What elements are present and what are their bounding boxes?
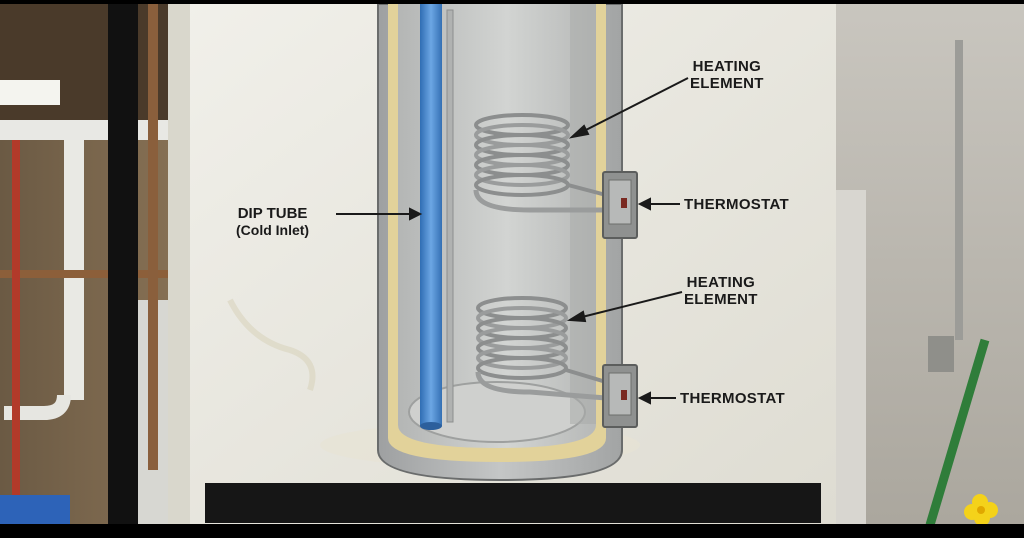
copper-pipe-vertical (148, 0, 158, 470)
label-heating-element-top-line1: HEATING (692, 58, 762, 75)
leader-arrows (336, 77, 689, 405)
label-heating-element-top-line2: ELEMENT (690, 75, 764, 93)
label-heating-element-bottom-line2: ELEMENT (684, 291, 758, 309)
dip-tube (420, 4, 442, 426)
label-thermostat-top: THERMOSTAT (684, 196, 789, 213)
flower-icon (964, 494, 998, 526)
heating-element-bottom (475, 296, 607, 401)
anode-rod (446, 9, 454, 423)
label-thermostat-bottom: THERMOSTAT (680, 390, 785, 407)
thermostat-bottom (602, 364, 638, 428)
electrical-box (928, 336, 954, 372)
label-heating-element-bottom: HEATING ELEMENT (684, 274, 758, 309)
label-dip-tube: DIP TUBE (Cold Inlet) (236, 205, 309, 238)
red-broom-handle (12, 140, 20, 520)
water-heater-diagram (377, 3, 638, 482)
heating-element-top (473, 113, 607, 213)
label-dip-tube-title: DIP TUBE (237, 205, 308, 222)
label-dip-tube-subtitle: (Cold Inlet) (236, 222, 310, 239)
label-heating-element-bottom-line1: HEATING (686, 274, 756, 291)
green-broom-handle (925, 338, 990, 527)
black-pipe (108, 0, 138, 538)
ceiling-light (0, 80, 60, 105)
conduit-pipe (955, 40, 963, 340)
thermostat-top (602, 171, 638, 239)
label-heating-element-top: HEATING ELEMENT (690, 58, 764, 93)
left-basement (0, 0, 200, 538)
copper-pipe (0, 270, 200, 278)
right-basement (830, 0, 1024, 538)
